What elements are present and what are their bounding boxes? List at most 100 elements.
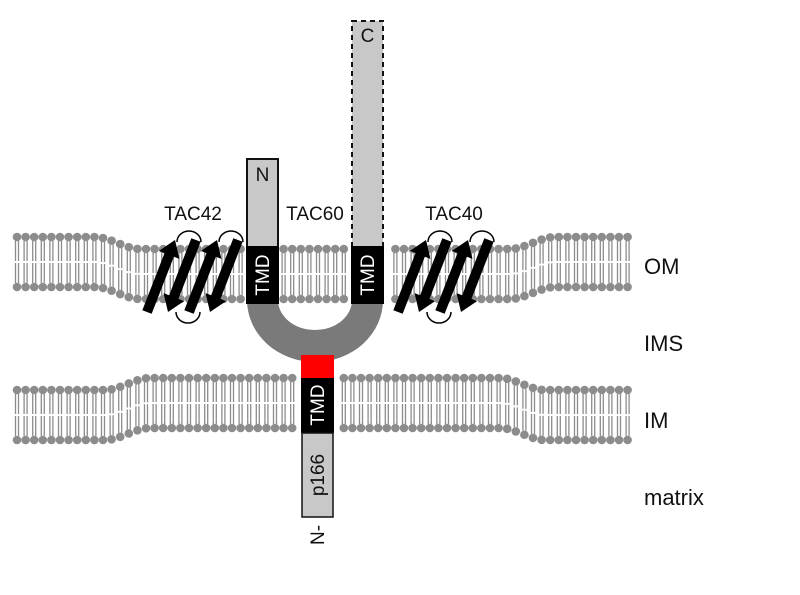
tac40-beta-barrel [393,230,495,324]
lipid-head [72,282,82,292]
lipid-head [287,423,297,433]
lipid-head [614,385,624,395]
p166-matrix-domain [301,432,334,518]
lipid-head [537,285,546,294]
lipid-head [115,289,125,299]
beta-hairpin-loop [176,230,202,243]
lipid-head [279,244,288,254]
lipid-head [477,294,486,304]
lipid-head [356,373,366,383]
om-label: OM [644,254,679,279]
lipid-head [451,373,460,383]
lipid-head [107,385,116,394]
lipid-head [348,423,357,433]
lipid-head [64,435,73,445]
lipid-head [373,373,383,383]
lipid-head [262,423,271,433]
lipid-head [201,373,211,383]
lipid-head [442,373,452,383]
lipid-head [287,244,297,254]
n-terminus-label: N [256,165,270,186]
lipid-head [528,383,538,393]
lipid-head [606,282,615,292]
lipid-head [588,232,598,242]
lipid-head [279,423,288,433]
lipid-head [90,282,99,292]
lipid-head [133,425,142,435]
lipid-head [210,373,220,383]
lipid-head [21,232,30,242]
lipid-head [158,373,168,383]
lipid-head [502,374,512,384]
lipid-head [365,423,374,433]
outer-membrane [12,232,632,304]
lipid-head [494,423,503,433]
lipid-head [167,423,177,433]
inner-membrane [12,373,632,445]
lipid-head [399,244,409,254]
beta-hairpin-loop [469,230,495,243]
lipid-head [262,373,271,383]
lipid-head [193,423,202,433]
lipid-head [305,294,314,304]
lipid-head [502,424,512,434]
p166-red-segment [301,355,334,378]
lipid-head [391,373,400,383]
lipid-head [537,235,546,244]
p166-label: p166 [308,454,329,496]
lipid-head [485,294,495,304]
lipid-head [55,435,65,445]
lipid-head [38,232,48,242]
lipid-head [141,244,151,254]
tac42-label: TAC42 [164,204,222,225]
lipid-head [391,244,400,254]
lipid-head [244,373,254,383]
lipid-head [408,373,417,383]
lipid-head [597,385,607,395]
lipid-head [55,232,65,242]
lipid-head [244,423,254,433]
tac60-ims-linker [247,300,383,362]
lipid-head [416,373,426,383]
lipid-head [313,294,323,304]
lipid-head [485,423,495,433]
lipid-head [520,430,529,440]
lipid-head [21,435,30,445]
tac60-tmd-n [246,246,279,304]
lipid-head [606,232,615,242]
lipid-head [520,241,529,251]
lipid-head [494,244,503,254]
lipid-head [29,282,39,292]
lipid-head [81,232,91,242]
lipid-head [55,385,65,395]
lipid-head [554,385,564,395]
lipid-head [511,427,521,436]
lipid-head [468,373,478,383]
lipid-head [279,294,288,304]
lipid-head [459,423,469,433]
lipid-head [124,242,134,252]
lipid-head [64,232,73,242]
lipid-head [459,373,469,383]
beta-hairpin-loop [427,230,453,243]
lipid-head [588,385,598,395]
lipid-head [502,244,512,254]
tac42-beta-barrel [142,230,244,324]
lipid-head [115,239,125,249]
beta-strand-arrow [456,238,494,312]
lipid-head [588,282,598,292]
lipid-head [339,373,349,383]
lipid-head [408,294,417,304]
beta-strand-arrow [184,240,222,314]
lipid-head [537,435,546,445]
lipid-head [545,233,555,242]
c-terminus-label: C [361,26,375,47]
lipid-head [322,294,331,304]
lipid-head [184,373,194,383]
lipid-head [623,435,632,445]
lipid-head [520,380,529,390]
lipid-head [184,423,194,433]
lipid-head [133,244,142,254]
lipid-head [313,244,323,254]
lipid-head [176,423,185,433]
